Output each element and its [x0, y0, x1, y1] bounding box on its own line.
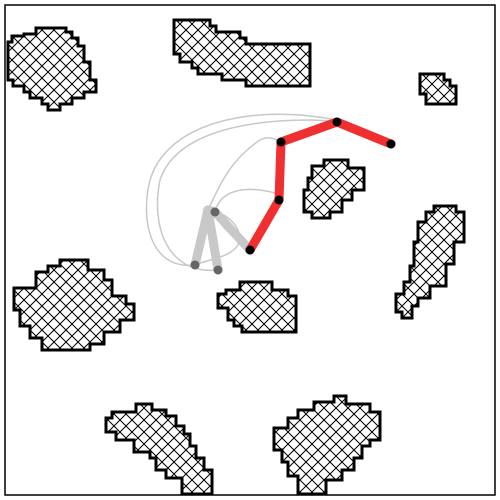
obstacle-mid-right-small — [302, 158, 366, 220]
obstacle-top-center — [172, 18, 312, 88]
robot-arm — [245, 117, 396, 255]
obstacle-small-right — [418, 72, 458, 106]
ghost-arm-configurations — [190, 205, 255, 275]
ghost-arm-link — [210, 207, 255, 255]
obstacle-left-large — [12, 258, 136, 352]
obstacles — [6, 18, 466, 496]
obstacle-center — [216, 280, 298, 334]
robot-arm-joint — [332, 117, 342, 127]
robot-arm-end-effector — [386, 139, 396, 149]
obstacle-right-diagonal — [394, 204, 466, 320]
ghost-joint — [190, 260, 200, 270]
robot-arm-joint — [274, 195, 284, 205]
ghost-joint — [210, 207, 220, 217]
ghost-joint — [213, 265, 223, 275]
robot-arm-joint — [276, 137, 286, 147]
obstacle-top-left — [6, 26, 98, 112]
trajectory-curve — [145, 113, 340, 266]
ghost-arm-link — [203, 205, 223, 275]
obstacle-bottom-left — [104, 402, 214, 496]
obstacle-bottom-right — [272, 394, 382, 496]
robot-arm-joint — [245, 245, 255, 255]
trajectory-curve — [207, 137, 282, 211]
